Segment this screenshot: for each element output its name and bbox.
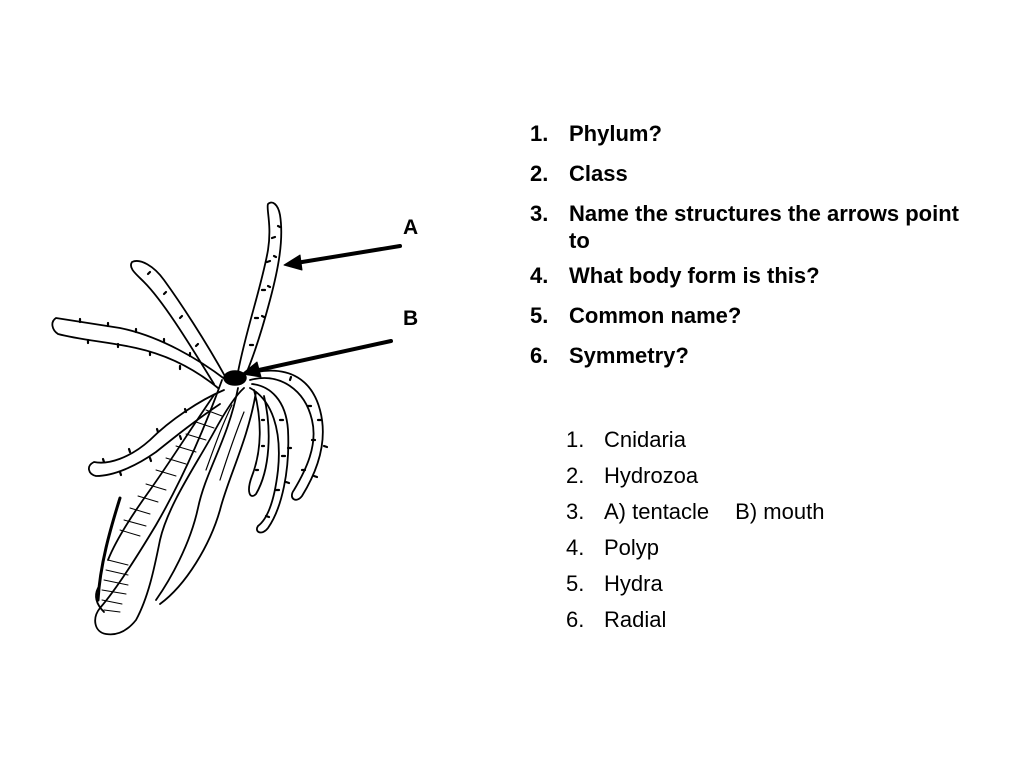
question-number: 1. [530, 121, 549, 146]
answer-text-secondary: B) mouth [735, 499, 825, 524]
answer-text: Radial [604, 607, 667, 632]
question-item: 4. What body form is this? [530, 262, 970, 289]
answer-number: 6. [566, 607, 585, 632]
question-text: Common name? [569, 303, 742, 328]
question-text: Symmetry? [569, 343, 689, 368]
question-item: 1. Phylum? [530, 120, 970, 147]
answer-item: 5. Hydra [566, 570, 986, 597]
question-text: Name the structures the arrows point to [569, 201, 959, 253]
question-item: 2. Class [530, 160, 970, 187]
label-a: A [403, 216, 419, 239]
answer-number: 4. [566, 535, 585, 560]
answer-list: 1. Cnidaria 2. Hydrozoa 3. A) tentacle B… [566, 426, 986, 642]
answer-number: 3. [566, 499, 585, 524]
tentacle-bumps [78, 224, 329, 519]
question-number: 2. [530, 161, 549, 186]
answer-item: 6. Radial [566, 606, 986, 633]
question-number: 4. [530, 263, 549, 288]
answer-number: 2. [566, 463, 585, 488]
question-item: 3. Name the structures the arrows point … [530, 200, 970, 254]
question-text: Phylum? [569, 121, 662, 146]
arrow-b [241, 339, 393, 378]
answer-text: Polyp [604, 535, 660, 560]
question-text: Class [569, 161, 628, 186]
label-b: B [403, 307, 419, 330]
question-number: 6. [530, 343, 549, 368]
answer-item: 4. Polyp [566, 534, 986, 561]
answer-text: A) tentacle [604, 499, 710, 524]
answer-number: 1. [566, 427, 585, 452]
tentacles [51, 201, 324, 534]
arrow-a [283, 244, 402, 271]
question-number: 5. [530, 303, 549, 328]
question-item: 5. Common name? [530, 302, 970, 329]
answer-number: 5. [566, 571, 585, 596]
answer-text: Hydrozoa [604, 463, 699, 488]
answer-text: Hydra [604, 571, 663, 596]
question-text: What body form is this? [569, 263, 820, 288]
question-list: 1. Phylum? 2. Class 3. Name the structur… [530, 120, 970, 382]
answer-item: 3. A) tentacle B) mouth [566, 498, 986, 525]
answer-item: 2. Hydrozoa [566, 462, 986, 489]
answer-text: Cnidaria [604, 427, 686, 452]
question-number: 3. [530, 201, 549, 226]
body-stripes [101, 409, 223, 613]
hydra-body [94, 379, 257, 636]
question-item: 6. Symmetry? [530, 342, 970, 369]
answer-item: 1. Cnidaria [566, 426, 986, 453]
